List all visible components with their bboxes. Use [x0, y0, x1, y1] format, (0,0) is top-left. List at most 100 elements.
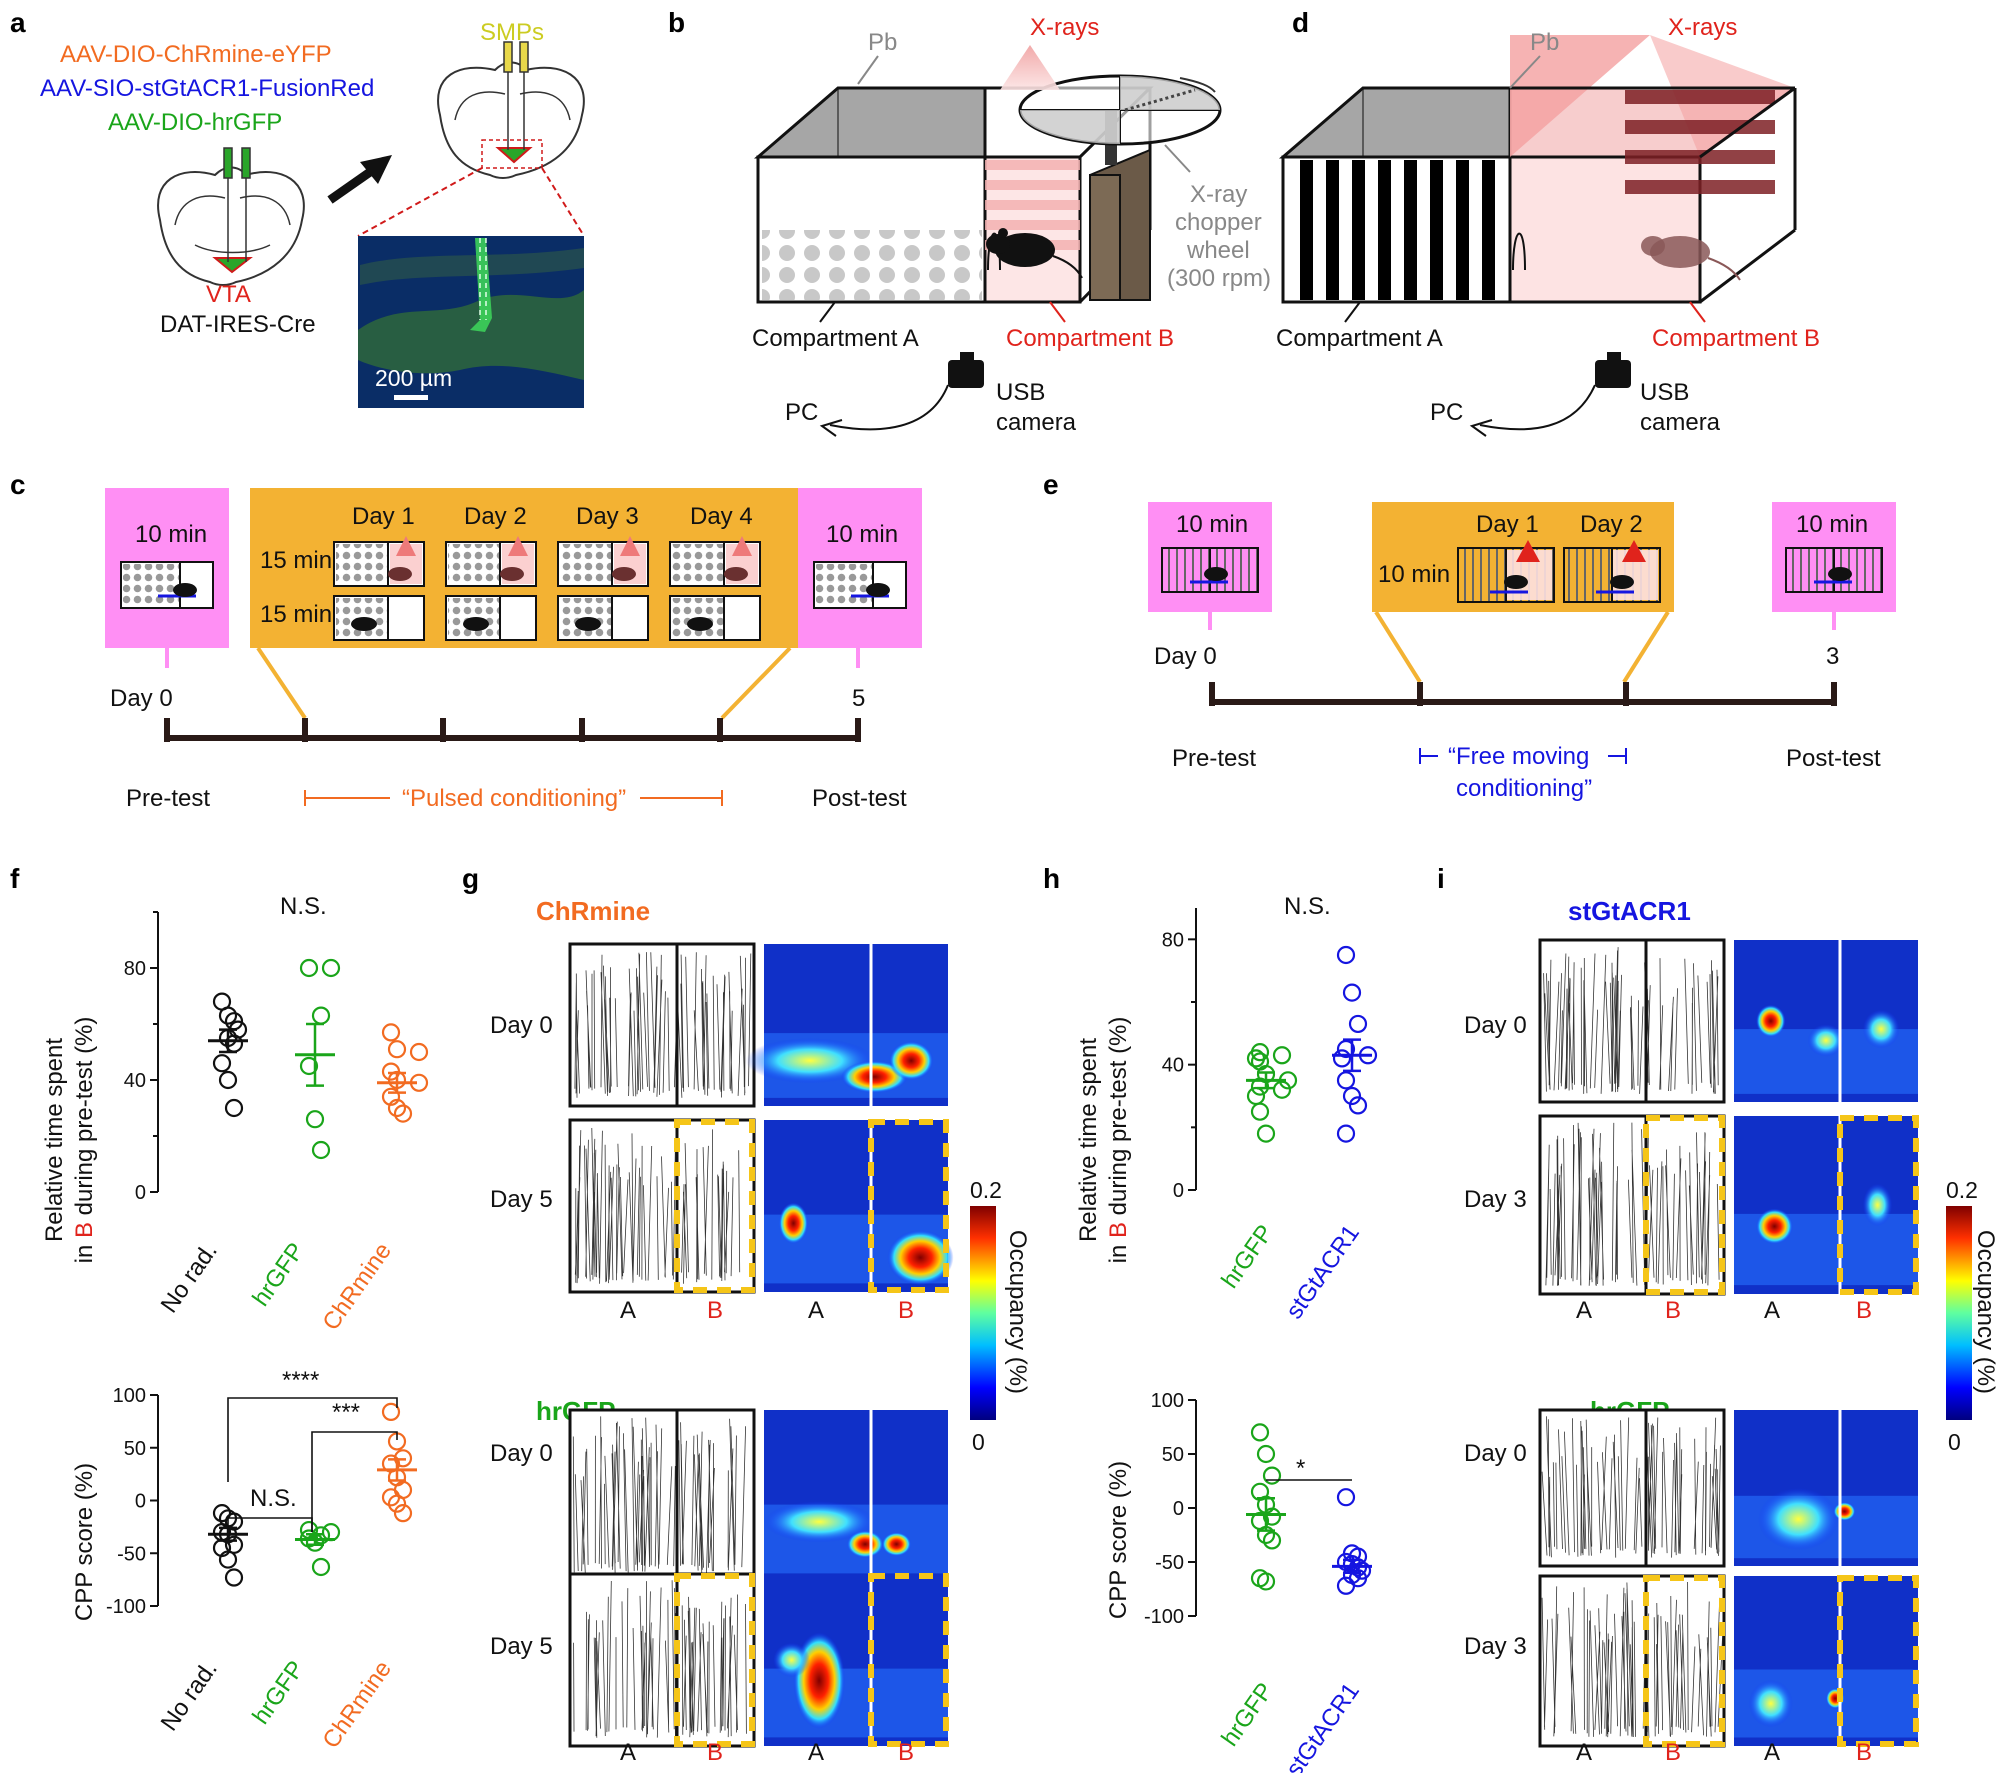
data-point: [311, 1006, 331, 1025]
y-tick-label: -100: [106, 1596, 146, 1618]
heatmap-floor-band: [764, 1668, 948, 1738]
h-top-ns: N.S.: [1284, 893, 1331, 920]
mini-box-floor: [560, 544, 612, 584]
e-day-1: Day 1: [1476, 511, 1539, 538]
y-tick-label: 0: [135, 1182, 146, 1204]
conditioned-compartment-outline: [1643, 1575, 1725, 1747]
mouse-icon: [500, 567, 524, 581]
mouse-icon: [388, 567, 412, 581]
y-tick-label: 0: [1173, 1180, 1184, 1202]
data-point: [299, 958, 319, 978]
significance-bracket: [227, 1517, 313, 1532]
conditioned-compartment-outline: [1837, 1115, 1919, 1295]
g-col-a-bot: A: [620, 1739, 636, 1766]
y-tick-label: -50: [117, 1543, 146, 1565]
g-colorbar-label: Occupancy (%): [1004, 1230, 1031, 1394]
heatmap-hotspot: [889, 1041, 934, 1081]
c-posttest: Post-test: [812, 785, 907, 812]
f-bottom-x-hrgfp: hrGFP: [247, 1656, 310, 1729]
y-tick-label: 40: [1162, 1055, 1184, 1077]
y-tick-label: 100: [113, 1385, 146, 1407]
data-point: [1256, 1444, 1276, 1464]
data-point: [1348, 1014, 1368, 1034]
trajectory-lines: [572, 1416, 746, 1574]
g-col-b-top-2: B: [898, 1297, 914, 1324]
e-pretest: Pre-test: [1172, 745, 1256, 772]
data-point: [1246, 1086, 1266, 1106]
vta-label: VTA: [206, 281, 251, 308]
data-point: [1336, 1071, 1356, 1090]
data-point: [1336, 1576, 1356, 1595]
heatmap-hotspot: [1756, 1004, 1786, 1038]
pc-label: PC: [1430, 399, 1463, 426]
panel-label-d: d: [1292, 7, 1309, 38]
c-day-4: Day 4: [690, 503, 753, 530]
c-day0: Day 0: [110, 685, 173, 712]
data-point: [1262, 1466, 1282, 1485]
f-bottom-x-norad: No rad.: [156, 1656, 223, 1736]
i-col-a-top-2: A: [1764, 1297, 1780, 1324]
data-point: [1336, 1488, 1356, 1507]
heatmap-hotspot: [773, 1642, 810, 1678]
mouse-icon: [1641, 236, 1741, 281]
data-point: [1336, 945, 1356, 965]
conditioning-mini-boxes: [333, 536, 761, 641]
data-point: [1342, 1086, 1362, 1106]
pc-label: PC: [785, 399, 818, 426]
g-col-b-bot: B: [707, 1739, 723, 1766]
mouse-icon: [575, 617, 601, 631]
data-point: [1250, 1077, 1270, 1096]
trajectory-lines: [574, 952, 752, 1098]
c-session-top: 15 min: [260, 547, 332, 574]
data-point: [1336, 1124, 1356, 1143]
conditioned-compartment-outline: [1643, 1115, 1725, 1295]
c-pretest: Pre-test: [126, 785, 210, 812]
e-posttest-duration: 10 min: [1796, 511, 1868, 538]
significance-bracket: [227, 1397, 398, 1482]
conditioned-compartment-outline: [674, 1119, 755, 1293]
c-day5: 5: [852, 685, 865, 712]
f-bottom-sig4: ****: [282, 1367, 319, 1394]
i-row-3: Day 0: [1464, 1440, 1527, 1467]
c-conditioning-label: “Pulsed conditioning”: [402, 785, 626, 812]
f-top-ylabel-2: in B during pre-test (%): [71, 1017, 98, 1264]
data-point: [1256, 1124, 1276, 1143]
data-point: [1332, 1049, 1352, 1068]
mouse-icon: [612, 567, 636, 581]
h-bottom-ylabel: CPP score (%): [1105, 1461, 1132, 1619]
arrow-icon: [360, 155, 392, 184]
data-point: [1348, 1096, 1368, 1115]
c-session-bottom: 15 min: [260, 601, 332, 628]
g-row-3: Day 0: [490, 1440, 553, 1467]
data-point: [321, 1523, 341, 1542]
data-point: [311, 1140, 331, 1160]
e-conditioning-line1: “Free moving: [1448, 743, 1589, 770]
i-title-stgtacr1: stGtACR1: [1568, 896, 1691, 926]
heatmap-hotspot: [745, 1037, 875, 1084]
data-point: [381, 1488, 401, 1507]
y-tick-label: 100: [1151, 1390, 1184, 1412]
heatmap-hotspot: [1807, 1024, 1845, 1057]
e-day3: 3: [1826, 643, 1839, 670]
y-tick-label: -50: [1155, 1552, 1184, 1574]
y-tick-label: 40: [124, 1070, 146, 1092]
y-tick-label: 50: [1162, 1444, 1184, 1466]
data-point: [1250, 1423, 1270, 1442]
g-colorbar-max: 0.2: [970, 1177, 1002, 1203]
panel-label-i: i: [1437, 863, 1445, 894]
panel-label-h: h: [1043, 863, 1060, 894]
mini-xray-icon: [508, 536, 528, 556]
f-top-ylabel-1: Relative time spent: [41, 1038, 68, 1242]
panel-label-f: f: [10, 863, 20, 894]
data-point: [218, 1070, 238, 1090]
mini-box-floor: [448, 544, 500, 584]
c-day-3: Day 3: [576, 503, 639, 530]
heatmap-hotspot: [1862, 1009, 1900, 1049]
y-tick-label: 50: [124, 1438, 146, 1460]
data-point: [224, 1098, 244, 1118]
data-point: [1336, 1039, 1356, 1059]
heatmap-hotspot: [841, 1060, 908, 1094]
i-col-a-bot: A: [1576, 1739, 1592, 1766]
i-col-b-bot: B: [1665, 1739, 1681, 1766]
e-posttest: Post-test: [1786, 745, 1881, 772]
